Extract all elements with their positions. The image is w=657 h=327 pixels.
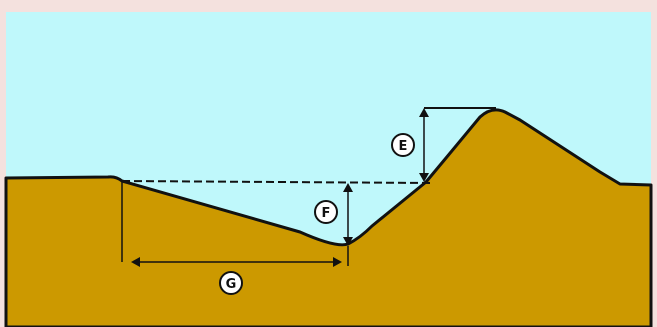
label-e-text: E (399, 139, 408, 154)
label-g: G (219, 271, 243, 295)
ground-profile (4, 108, 653, 327)
e-arrowhead-bottom (419, 173, 429, 182)
label-e: E (391, 133, 415, 157)
label-g-text: G (226, 277, 237, 292)
g-arrowhead-left (131, 257, 140, 267)
label-f-text: F (322, 206, 331, 221)
label-g-circle (219, 271, 243, 295)
label-e-circle (391, 133, 415, 157)
f-arrowhead-top (343, 183, 353, 192)
g-arrowhead-right (333, 257, 342, 267)
label-f: F (314, 200, 338, 224)
f-arrowhead-bottom (343, 237, 353, 246)
label-f-circle (314, 200, 338, 224)
e-arrowhead-top (419, 108, 429, 117)
original-surface-dashed-line (121, 180, 433, 184)
